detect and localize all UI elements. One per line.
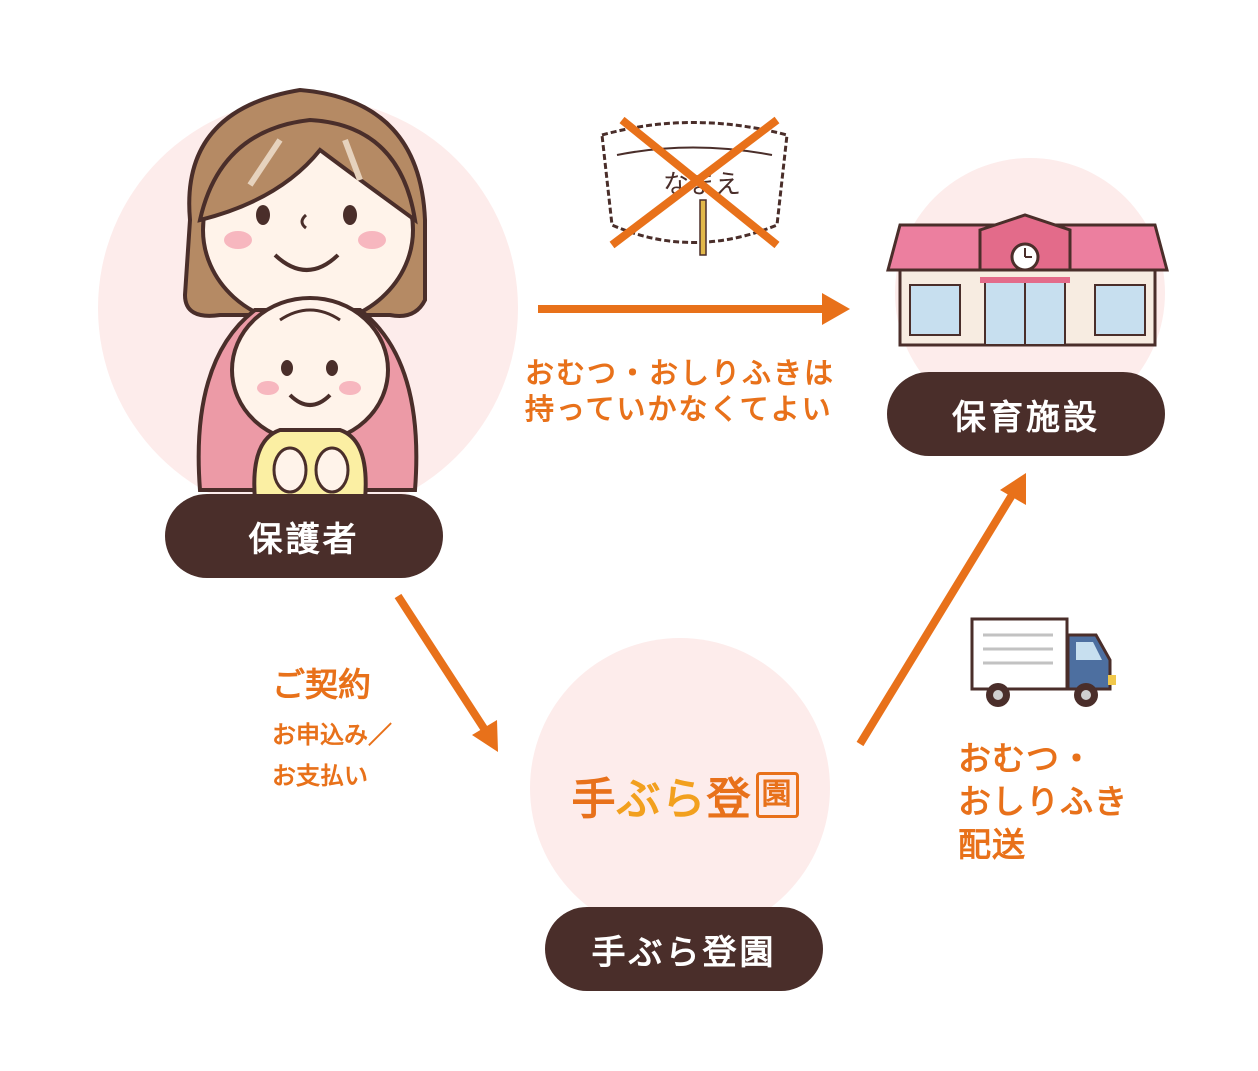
contract-note: ご契約 お申込み／ お支払い [272, 664, 392, 797]
mother-baby-illustration [182, 87, 427, 502]
contract-note-line1: ご契約 [272, 665, 371, 704]
contract-note-line3: お支払い [272, 762, 368, 791]
delivery-note-line3: 配送 [958, 824, 1026, 864]
logo-char-1: 手 [571, 774, 617, 825]
guardian-facility-note-line2: 持っていかなくてよい [525, 392, 833, 427]
diaper-crossed-icon: なまえ [600, 116, 789, 256]
service-bg-circle [530, 638, 830, 938]
facility-label: 保育施設 [887, 372, 1165, 456]
nursery-building-illustration [886, 213, 1169, 347]
guardian-facility-note-line1: おむつ・おしりふきは [525, 356, 836, 390]
delivery-truck-icon [970, 617, 1116, 707]
guardian-facility-note: おむつ・おしりふきは 持っていかなくてよい [525, 355, 835, 428]
guardian-label: 保護者 [165, 494, 443, 578]
contract-note-line2: お申込み／ [272, 721, 392, 750]
logo-char-4: 登 [706, 774, 752, 825]
service-label: 手ぶら登園 [545, 907, 823, 991]
delivery-note-line2: おしりふき [958, 781, 1128, 821]
logo-char-2: ぶ [616, 774, 662, 825]
delivery-note: おむつ・ おしりふき 配送 [958, 738, 1128, 867]
logo-char-5: 園 [755, 772, 799, 818]
tebura-toen-logo: 手 ぶ ら 登 園 [555, 760, 815, 830]
logo-char-3: ら [661, 774, 707, 825]
delivery-note-line1: おむつ・ [958, 739, 1094, 778]
